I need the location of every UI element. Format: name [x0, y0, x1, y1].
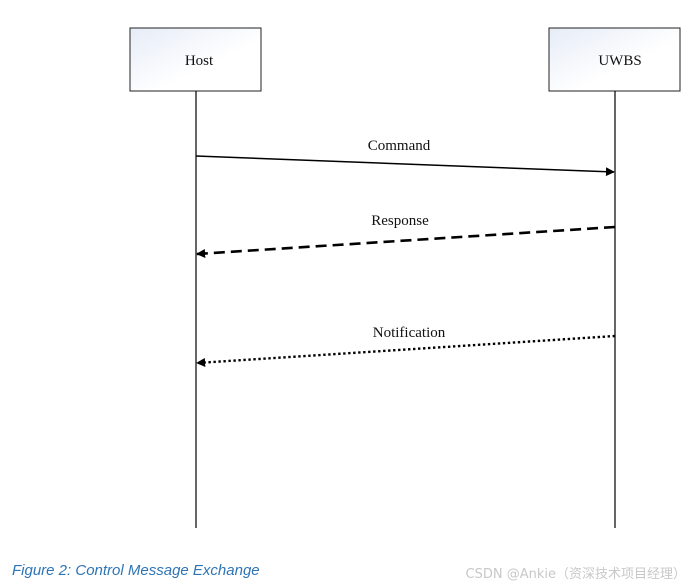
figure-caption: Figure 2: Control Message Exchange [12, 562, 260, 579]
participant-box-uwbs [548, 27, 681, 92]
message-arrow-command [195, 155, 615, 177]
participant-uwbs: UWBS [548, 27, 681, 528]
message-command: Command [195, 138, 615, 177]
message-label-command: Command [368, 138, 431, 154]
watermark: CSDN @Ankie（资深技术项目经理） [465, 567, 686, 582]
participant-label-uwbs: UWBS [598, 53, 641, 69]
message-arrow-response [196, 225, 616, 258]
message-label-notification: Notification [373, 325, 446, 341]
participant-host: Host [129, 27, 262, 528]
message-response: Response [196, 213, 616, 258]
participant-box-host [129, 27, 262, 92]
participant-label-host: Host [185, 53, 214, 69]
message-label-response: Response [371, 213, 429, 229]
message-notification: Notification [196, 325, 616, 367]
